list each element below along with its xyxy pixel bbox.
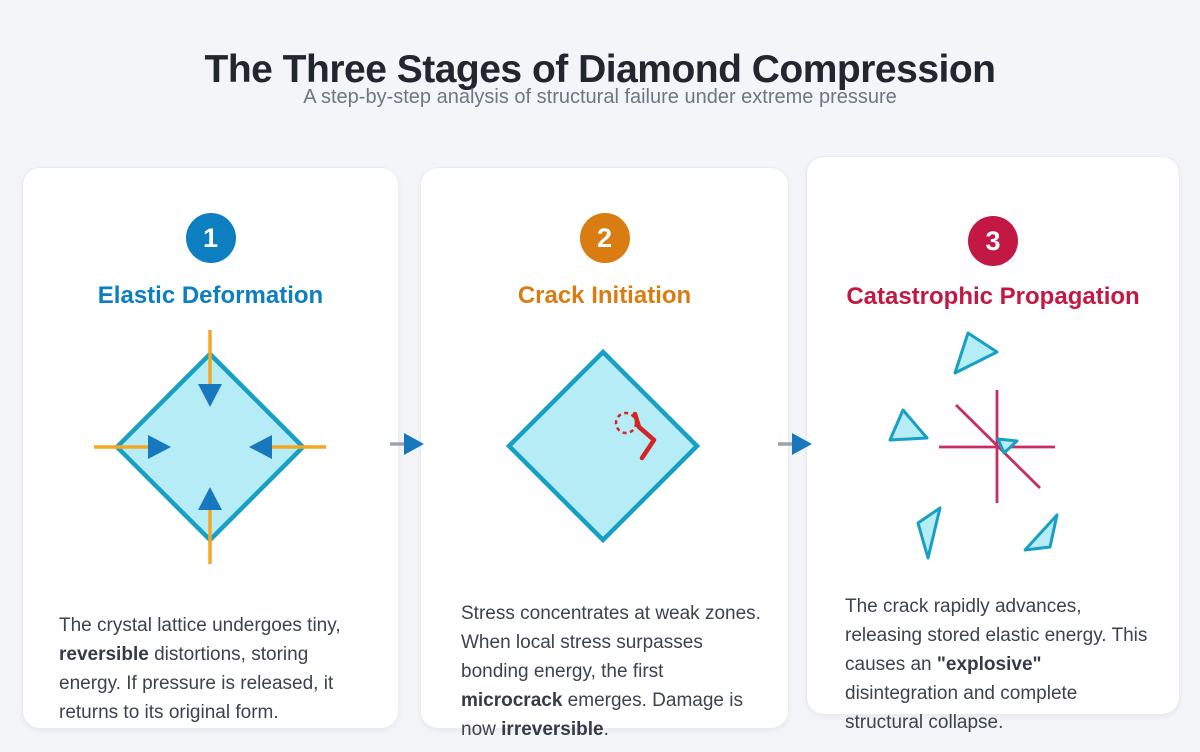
stage-number-badge: 1 — [185, 213, 236, 263]
stage-number-badge: 3 — [968, 216, 1018, 266]
stage-description: Stress concentrates at weak zones. When … — [461, 603, 761, 740]
stage-description: The crystal lattice undergoes tiny, reve… — [59, 615, 341, 723]
stage-card-crack-initiation: 2 Crack Initiation Stress concentrates a… — [420, 167, 789, 740]
stage-description: The crack rapidly advances, releasing st… — [845, 596, 1148, 733]
stage-title: Crack Initiation — [517, 282, 692, 309]
stage-number-badge: 2 — [579, 213, 630, 263]
stage-card-elastic-deformation: 1 Elastic Deformation The crystal lattic… — [22, 167, 399, 729]
stage-title: Catastrophic Propagation — [846, 283, 1140, 310]
stage-card-catastrophic-propagation: 3 Catastrophic Propagation The crack rap… — [806, 156, 1180, 733]
stage-title: Elastic Deformation — [97, 282, 324, 309]
page-subtitle: A step-by-step analysis of structural fa… — [303, 86, 897, 108]
page-title: The Three Stages of Diamond Compression — [204, 48, 996, 92]
